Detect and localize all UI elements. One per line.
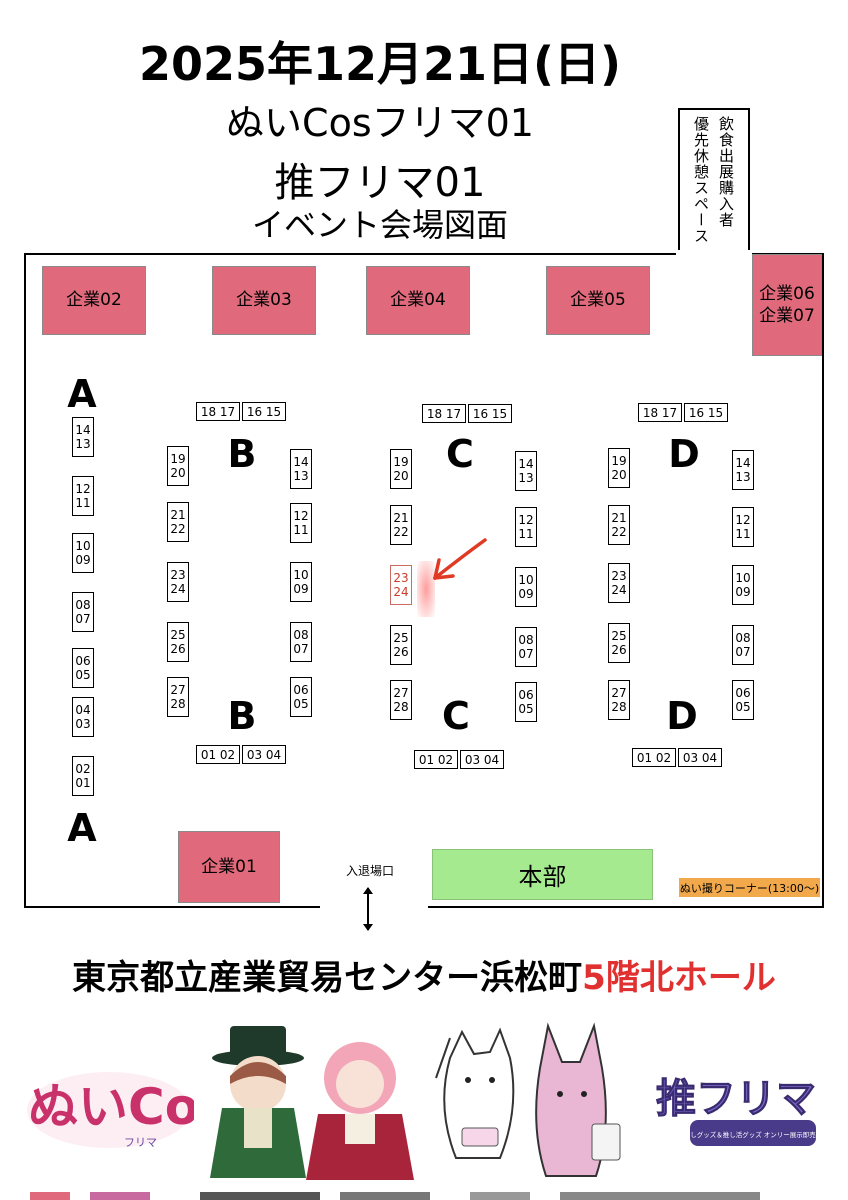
booth-d-right-2[interactable]: 10 09 (732, 565, 754, 605)
booth-a-0[interactable]: 14 13 (72, 417, 94, 457)
booth-a-3[interactable]: 08 07 (72, 592, 94, 632)
green-hat-character-icon (210, 1026, 306, 1178)
booth-c-right-0[interactable]: 14 13 (515, 451, 537, 491)
booth-a-2[interactable]: 10 09 (72, 533, 94, 573)
booth-a-5[interactable]: 04 03 (72, 697, 94, 737)
booth-b-left-1[interactable]: 21 22 (167, 502, 189, 542)
venue-hall: 5階北ホール (582, 958, 776, 998)
booth-c-bottom-right[interactable]: 03 04 (460, 750, 504, 769)
venue-address: 東京都立産業貿易センター浜松町5階北ホール (0, 950, 848, 999)
rest-space-line2: 優先休憩スペース (692, 116, 710, 244)
corporate-booth-01[interactable]: 企業01 (178, 831, 280, 903)
booth-b-left-3[interactable]: 25 26 (167, 622, 189, 662)
bottom-decoration (30, 1192, 760, 1200)
row-letter-a-bottom: A (67, 806, 97, 850)
booth-c-left-4[interactable]: 27 28 (390, 680, 412, 720)
corporate-booth-04[interactable]: 企業04 (366, 266, 470, 335)
booth-c-right-3[interactable]: 08 07 (515, 627, 537, 667)
row-letter-b-top: B (227, 432, 257, 476)
hall-top-opening (676, 250, 752, 258)
booth-a-1[interactable]: 12 11 (72, 476, 94, 516)
rest-space: 飲食出展購入者 優先休憩スペース (678, 108, 750, 254)
nui-logo-text: ぬいCos (28, 1078, 194, 1136)
venue-building: 東京都立産業貿易センター浜松町 (72, 958, 583, 998)
booth-c-top-left[interactable]: 18 17 (422, 404, 466, 423)
corporate-booth-02[interactable]: 企業02 (42, 266, 146, 335)
booth-d-left-3[interactable]: 25 26 (608, 623, 630, 663)
booth-c-left-0[interactable]: 19 20 (390, 449, 412, 489)
booth-c-left-1[interactable]: 21 22 (390, 505, 412, 545)
booth-d-bottom-left[interactable]: 01 02 (632, 748, 676, 767)
booth-d-left-1[interactable]: 21 22 (608, 505, 630, 545)
map-subtitle: イベント会場図面 (251, 206, 508, 244)
row-letter-c-top: C (446, 432, 474, 476)
arrow-icon (433, 538, 487, 580)
booth-c-right-2[interactable]: 10 09 (515, 567, 537, 607)
rest-space-line1: 飲食出展購入者 (717, 116, 735, 228)
highlight-glow (417, 561, 435, 617)
mascot-illustrations (210, 1022, 621, 1180)
nui-photo-corner[interactable]: ぬい撮りコーナー(13:00〜) (679, 878, 820, 897)
booth-c-left-2[interactable]: 23 24 (390, 565, 412, 605)
headquarters-booth[interactable]: 本部 (432, 849, 653, 900)
nui-cos-logo: ぬいCos フリマ (27, 1072, 194, 1149)
event-date: 2025年12月21日(日) (138, 37, 622, 91)
booth-d-right-1[interactable]: 12 11 (732, 507, 754, 547)
event-name-oshi: 推フリマ01 (274, 160, 486, 206)
booth-c-top-right[interactable]: 16 15 (468, 404, 512, 423)
booth-c-bottom-left[interactable]: 01 02 (414, 750, 458, 769)
oshi-logo-text: 推フリマ (656, 1076, 816, 1122)
booth-b-right-2[interactable]: 10 09 (290, 562, 312, 602)
corporate-booth-06-07[interactable]: 企業06 企業07 (752, 254, 822, 356)
double-arrow-icon (363, 887, 373, 931)
booth-b-left-4[interactable]: 27 28 (167, 677, 189, 717)
corporate-booth-03[interactable]: 企業03 (212, 266, 316, 335)
booth-b-bottom-right[interactable]: 03 04 (242, 745, 286, 764)
nui-logo-sub: フリマ (124, 1136, 157, 1149)
booth-d-left-4[interactable]: 27 28 (608, 680, 630, 720)
white-cat-mascot-icon (435, 1027, 515, 1159)
row-letter-d-top: D (668, 432, 700, 476)
event-name-nui: ぬいCosフリマ01 (226, 101, 534, 145)
booth-b-bottom-left[interactable]: 01 02 (196, 745, 240, 764)
booth-c-right-4[interactable]: 06 05 (515, 682, 537, 722)
oshi-logo-sub: 推しグッズ＆推し活グッズ オンリー展示即売会 (684, 1130, 820, 1139)
oshi-flima-logo: 推フリマ 推しグッズ＆推し活グッズ オンリー展示即売会 (656, 1076, 820, 1146)
booth-a-4[interactable]: 06 05 (72, 648, 94, 688)
booth-d-top-left[interactable]: 18 17 (638, 403, 682, 422)
booth-b-top-left[interactable]: 18 17 (196, 402, 240, 421)
booth-c-left-3[interactable]: 25 26 (390, 625, 412, 665)
booth-b-left-0[interactable]: 19 20 (167, 446, 189, 486)
booth-d-right-3[interactable]: 08 07 (732, 625, 754, 665)
row-letter-a-top: A (67, 372, 97, 416)
booth-d-bottom-right[interactable]: 03 04 (678, 748, 722, 767)
booth-a-6[interactable]: 02 01 (72, 756, 94, 796)
hall-entrance-opening (320, 902, 428, 912)
pink-rabbit-mascot-icon (535, 1022, 621, 1177)
booth-d-right-4[interactable]: 06 05 (732, 680, 754, 720)
row-letter-b-bottom: B (227, 694, 257, 738)
pink-hair-character-icon (306, 1042, 414, 1180)
booth-c-right-1[interactable]: 12 11 (515, 507, 537, 547)
booth-b-top-right[interactable]: 16 15 (242, 402, 286, 421)
booth-b-right-0[interactable]: 14 13 (290, 449, 312, 489)
booth-b-left-2[interactable]: 23 24 (167, 562, 189, 602)
booth-d-right-0[interactable]: 14 13 (732, 450, 754, 490)
booth-d-top-right[interactable]: 16 15 (684, 403, 728, 422)
booth-d-left-2[interactable]: 23 24 (608, 563, 630, 603)
booth-b-right-1[interactable]: 12 11 (290, 503, 312, 543)
booth-b-right-3[interactable]: 08 07 (290, 622, 312, 662)
row-letter-d-bottom: D (666, 694, 698, 738)
booth-b-right-4[interactable]: 06 05 (290, 677, 312, 717)
row-letter-c-bottom: C (442, 694, 470, 738)
booth-d-left-0[interactable]: 19 20 (608, 448, 630, 488)
corporate-booth-05[interactable]: 企業05 (546, 266, 650, 335)
entrance-label: 入退場口 (345, 864, 394, 878)
